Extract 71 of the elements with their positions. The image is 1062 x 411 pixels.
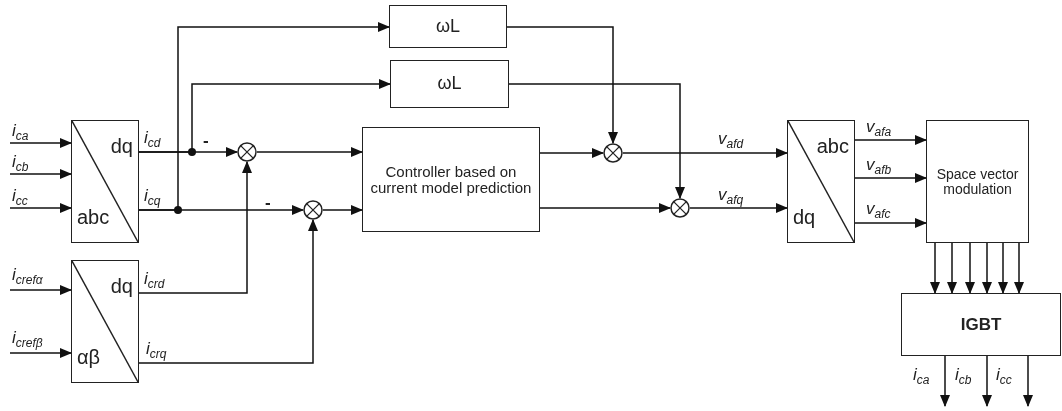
arrow <box>622 148 788 158</box>
arrow <box>854 218 927 228</box>
arrow <box>9 203 72 213</box>
inverter-box <box>901 293 1061 356</box>
arrow <box>9 348 72 358</box>
converter-block <box>787 120 855 243</box>
arrow <box>982 242 992 294</box>
arrow <box>689 203 788 213</box>
arrow <box>322 205 363 215</box>
arrow <box>138 161 252 294</box>
arrow <box>508 83 685 199</box>
block-label: dq <box>110 135 133 157</box>
arrow <box>138 79 391 153</box>
summing-junction <box>603 143 623 163</box>
block-label: αβ <box>77 346 101 368</box>
arrow <box>854 135 927 145</box>
arrow <box>539 203 671 213</box>
block-label: abc <box>816 135 849 157</box>
signal-label: i$_{ca}$ <box>12 122 29 142</box>
controller-box <box>362 127 540 232</box>
arrow <box>539 148 604 158</box>
arrow <box>9 285 72 295</box>
signal-label: i$_{cc}$ <box>12 187 28 207</box>
signal-label: v$_{afq}$ <box>718 186 744 206</box>
block-label: dq <box>110 275 133 297</box>
converter-block <box>71 120 139 243</box>
block-label: Space vector modulation <box>935 166 1020 197</box>
arrow <box>138 22 390 211</box>
sign-label: - <box>203 132 209 149</box>
signal-label: i$_{cb}$ <box>955 366 972 386</box>
signal-label: v$_{afd}$ <box>718 130 744 150</box>
modulation-box <box>926 120 1029 243</box>
signal-label: i$_{crq}$ <box>146 340 167 360</box>
block-label: ωL <box>436 74 463 94</box>
block-label: abc <box>77 206 110 228</box>
summing-junction <box>237 142 257 162</box>
signal-label: i$_{cd}$ <box>144 129 161 149</box>
block-label: IGBT <box>959 315 1003 334</box>
signal-label: v$_{afb}$ <box>866 156 892 176</box>
signal-label: i$_{cc}$ <box>996 366 1012 386</box>
arrow <box>854 173 927 183</box>
block-label: ωL <box>434 16 462 37</box>
arrow <box>940 355 950 407</box>
arrow <box>930 242 940 294</box>
block-label: dq <box>793 206 816 228</box>
arrow <box>947 242 957 294</box>
signal-label: i$_{crefβ}$ <box>12 329 43 349</box>
arrow <box>256 147 363 157</box>
signal-label: i$_{cb}$ <box>12 153 29 173</box>
converter-block <box>71 260 139 383</box>
summing-junction <box>670 198 690 218</box>
gain-block <box>390 60 509 108</box>
signal-label: i$_{ca}$ <box>913 366 930 386</box>
summing-junction <box>303 200 323 220</box>
block-label: Controller based on current model prediction <box>369 163 533 196</box>
signal-label: i$_{cq}$ <box>144 187 161 207</box>
gain-block <box>389 5 507 48</box>
arrow <box>1014 242 1024 294</box>
arrow <box>998 242 1008 294</box>
arrow <box>965 242 975 294</box>
arrow <box>138 219 318 364</box>
arrow <box>9 138 72 148</box>
signal-label: v$_{afa}$ <box>866 118 892 138</box>
sign-label: - <box>265 194 271 211</box>
arrow <box>9 169 72 179</box>
arrow <box>982 355 992 407</box>
arrow <box>506 26 618 144</box>
arrow <box>1023 355 1033 407</box>
signal-label: i$_{crefα}$ <box>12 266 43 286</box>
signal-label: v$_{afc}$ <box>866 200 891 220</box>
signal-label: i$_{crd}$ <box>144 270 165 290</box>
